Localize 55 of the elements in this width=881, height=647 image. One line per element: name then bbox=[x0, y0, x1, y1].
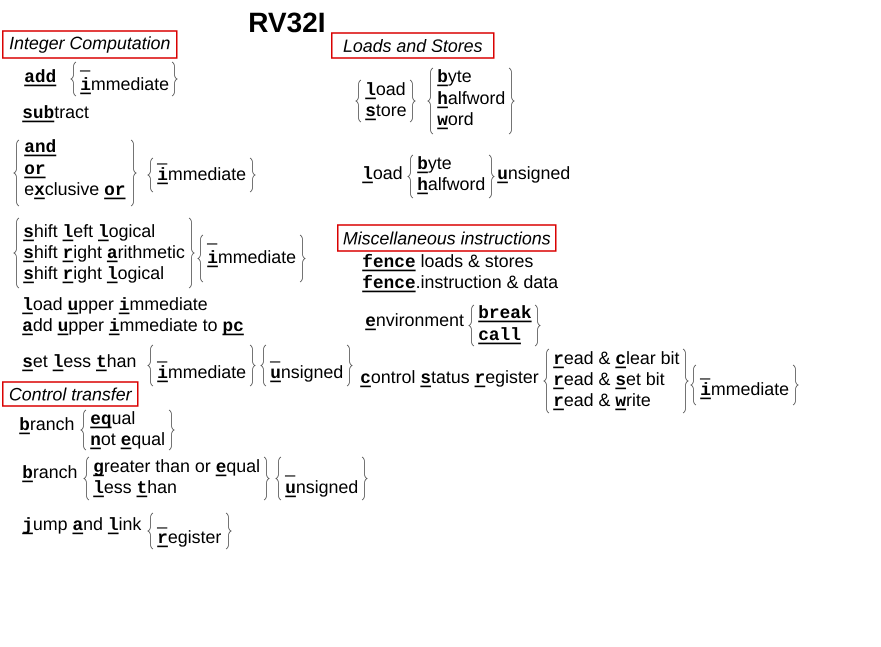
heading-box: Integer Computation bbox=[2, 30, 178, 59]
instruction-text: add upper immediate to pc bbox=[22, 318, 244, 336]
instruction-text: exclusive or bbox=[24, 182, 126, 200]
heading-box: Miscellaneous instructions bbox=[337, 224, 556, 252]
instruction-text: shift right logical bbox=[23, 266, 163, 284]
blank-option: _ bbox=[700, 378, 710, 380]
blank-option: _ bbox=[284, 475, 296, 477]
instruction-text: branch bbox=[22, 465, 76, 482]
instruction-text: store bbox=[365, 104, 406, 120]
option-text: read & clear bit bbox=[553, 351, 680, 368]
option-text: immediate bbox=[207, 250, 296, 268]
option-text: register bbox=[157, 530, 221, 548]
heading-box: Loads and Stores bbox=[331, 32, 494, 59]
instruction-text: shift left logical bbox=[23, 224, 154, 242]
diagram-title: RV32I bbox=[250, 12, 324, 32]
option-text: word bbox=[437, 112, 472, 130]
instruction-text: load bbox=[362, 166, 402, 184]
option-text: byte bbox=[417, 156, 451, 174]
option-text: immediate bbox=[157, 365, 246, 382]
blank-option: _ bbox=[156, 361, 168, 363]
instruction-text: set less than bbox=[22, 354, 136, 372]
blank-option: _ bbox=[206, 243, 218, 245]
option-text: halfword bbox=[417, 177, 484, 194]
option-text: unsigned bbox=[497, 166, 570, 184]
instruction-text: and bbox=[24, 139, 56, 156]
option-text: byte bbox=[437, 69, 471, 86]
instruction-text: load bbox=[365, 82, 404, 100]
option-text: not equal bbox=[90, 432, 164, 450]
instruction-text: environment bbox=[365, 313, 464, 330]
option-text: halfword bbox=[437, 91, 504, 108]
option-text: read & set bit bbox=[553, 372, 664, 390]
instruction-text: or bbox=[24, 164, 46, 178]
instruction-text: load upper immediate bbox=[22, 297, 207, 314]
option-text: greater than or equal bbox=[93, 459, 259, 476]
option-text: less than bbox=[93, 480, 176, 498]
option-text: immediate bbox=[700, 382, 788, 400]
option-text: unsigned bbox=[285, 480, 358, 498]
option-text: immediate bbox=[157, 167, 246, 184]
instruction-text: add bbox=[24, 69, 56, 86]
option-text: break bbox=[478, 305, 532, 322]
option-text: unsigned bbox=[270, 365, 342, 382]
heading-box: Control transfer bbox=[2, 381, 138, 407]
blank-option: _ bbox=[270, 361, 280, 363]
instruction-text: fence.instruction & data bbox=[362, 274, 558, 292]
instruction-text: subtract bbox=[22, 105, 89, 122]
option-text: immediate bbox=[80, 77, 168, 94]
option-text: equal bbox=[90, 411, 134, 428]
blank-option: _ bbox=[156, 163, 168, 165]
instruction-text: shift right arithmetic bbox=[23, 245, 184, 262]
instruction-text: branch bbox=[19, 417, 74, 434]
instruction-text: control status register bbox=[360, 370, 538, 388]
instruction-text: fence loads & stores bbox=[362, 254, 533, 272]
blank-option: _ bbox=[156, 527, 168, 529]
option-text: call bbox=[478, 327, 521, 344]
option-text: read & write bbox=[553, 393, 650, 410]
